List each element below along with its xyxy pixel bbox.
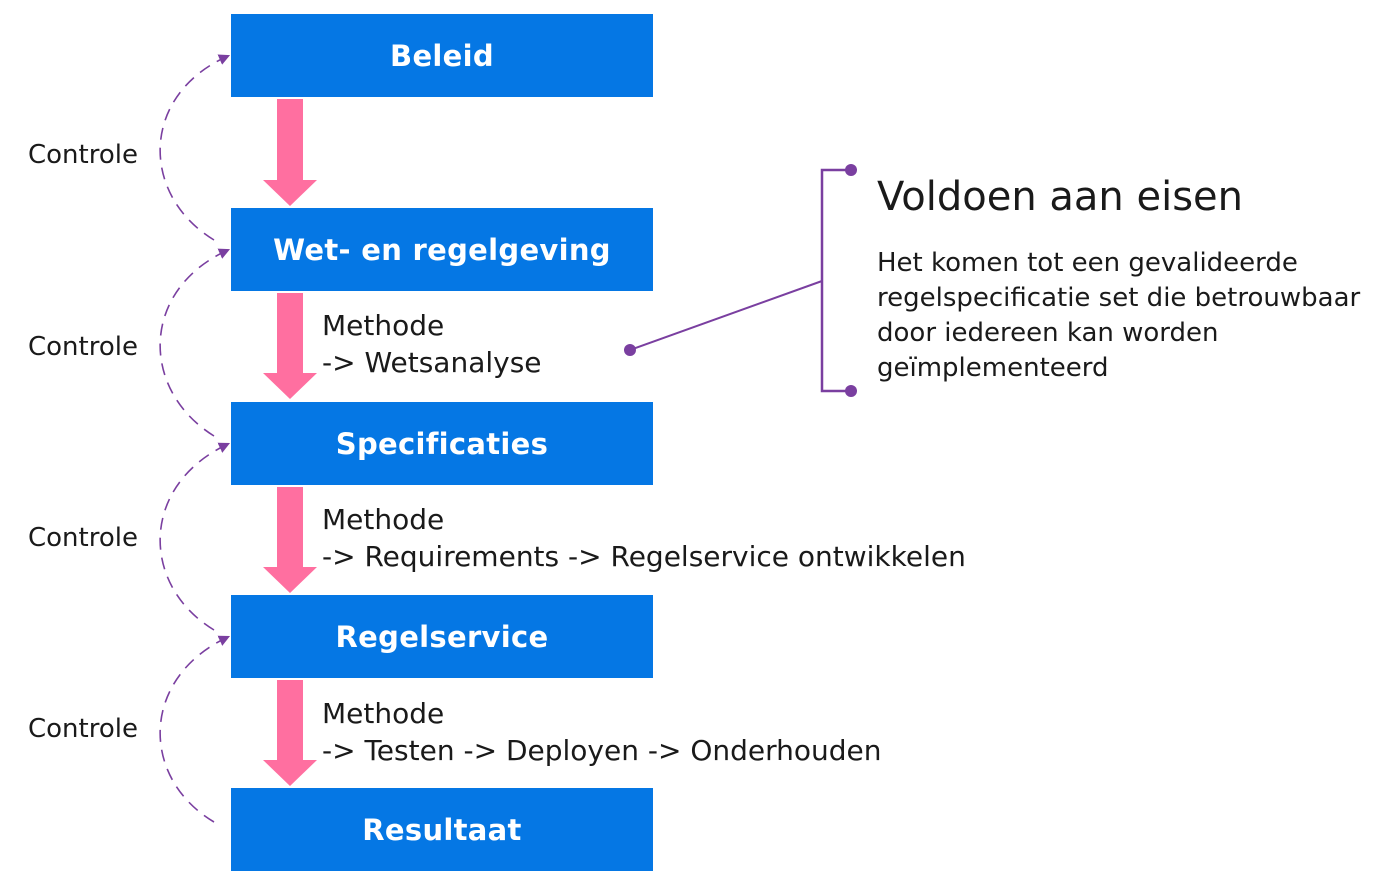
method-testen: Methode -> Testen -> Deployen -> Onderho… bbox=[322, 695, 882, 769]
step-regelservice: Regelservice bbox=[231, 595, 653, 678]
controle-label-4: Controle bbox=[28, 714, 138, 744]
controle-arrow-2 bbox=[159, 248, 231, 437]
method-wetsanalyse: Methode -> Wetsanalyse bbox=[322, 307, 542, 381]
method-title: Methode bbox=[322, 309, 445, 342]
method-title: Methode bbox=[322, 503, 445, 536]
method-detail: -> Requirements -> Regelservice ontwikke… bbox=[322, 540, 966, 573]
step-resultaat: Resultaat bbox=[231, 788, 653, 871]
requirement-bracket bbox=[820, 168, 851, 393]
flow-arrow-2 bbox=[263, 293, 317, 399]
flow-arrow-4 bbox=[263, 680, 317, 786]
step-wet-en-regelgeving: Wet- en regelgeving bbox=[231, 208, 653, 291]
controle-label-3: Controle bbox=[28, 523, 138, 553]
method-title: Methode bbox=[322, 697, 445, 730]
controle-arrow-1 bbox=[159, 54, 231, 241]
method-detail: -> Testen -> Deployen -> Onderhouden bbox=[322, 734, 882, 767]
bracket-dot-bottom bbox=[845, 385, 857, 397]
step-beleid: Beleid bbox=[231, 14, 653, 97]
requirement-connector-line bbox=[629, 280, 823, 351]
method-requirements: Methode -> Requirements -> Regelservice … bbox=[322, 501, 966, 575]
requirement-text: Het komen tot een gevalideerde regelspec… bbox=[877, 248, 1361, 383]
requirement-connector-dot bbox=[624, 344, 636, 356]
flow-arrow-3 bbox=[263, 487, 317, 593]
controle-arrow-3 bbox=[159, 442, 231, 631]
flow-arrow-1 bbox=[263, 99, 317, 206]
requirement-title: Voldoen aan eisen bbox=[877, 174, 1243, 220]
bracket-dot-top bbox=[845, 164, 857, 176]
controle-label-2: Controle bbox=[28, 332, 138, 362]
controle-arrow-4 bbox=[159, 635, 231, 823]
controle-label-1: Controle bbox=[28, 140, 138, 170]
method-detail: -> Wetsanalyse bbox=[322, 346, 542, 379]
step-specificaties: Specificaties bbox=[231, 402, 653, 485]
